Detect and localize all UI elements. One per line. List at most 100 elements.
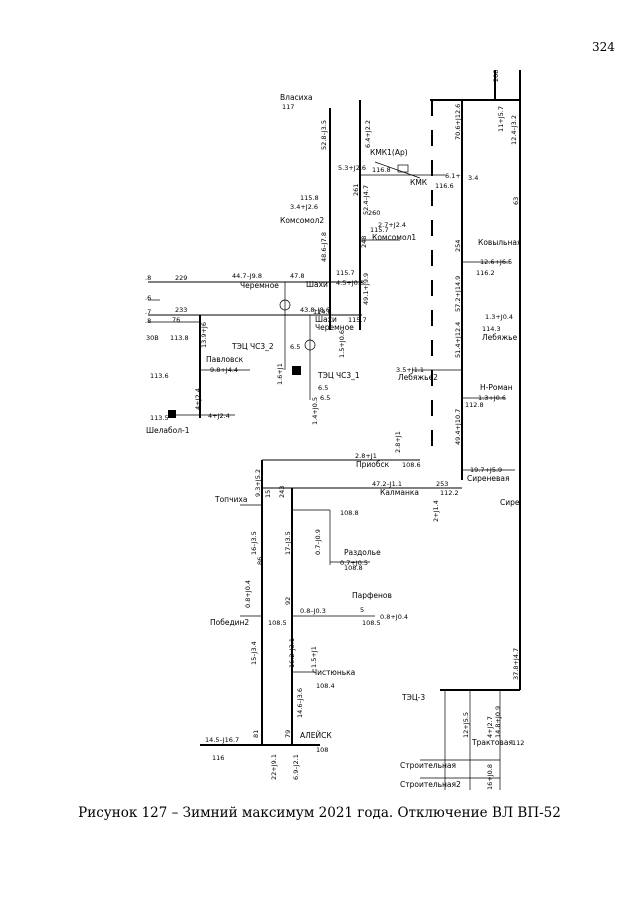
flow-label-vertical: 16–J3.5 xyxy=(250,531,258,555)
flow-label: 47.8 xyxy=(290,272,304,280)
flow-label-vertical: 52.8–J3.5 xyxy=(320,120,328,150)
flow-label: 47.2–J1.1 xyxy=(372,480,402,488)
node-kovylnaya-voltage: 116.2 xyxy=(476,269,495,277)
edge-label: .8 xyxy=(145,317,151,325)
node-n-roman: Н-Роман xyxy=(480,383,513,392)
power-flow-diagram: Власиха 117 КМК1(Ар) 116.8 КМК 116.6 115… xyxy=(145,70,524,790)
flow-label-vertical: 37.8+J4.7 xyxy=(512,648,520,680)
flow-label: 0.8+J0.4 xyxy=(380,613,408,621)
tec-ches2-generator xyxy=(292,366,301,375)
flow-label-vertical: 16+J0.8 xyxy=(486,764,494,790)
flow-label: 44.7–J9.8 xyxy=(232,272,262,280)
node-kmk-ar: КМК1(Ар) xyxy=(370,148,408,157)
node-lebyazhye-voltage: 114.3 xyxy=(482,325,501,333)
flow-label-vertical: 52.4–J4.7 xyxy=(362,185,370,215)
line-length: 254 xyxy=(454,240,462,252)
node-shakhi-top-voltage: 115.7 xyxy=(336,269,355,277)
flow-label-vertical: 1.4+J0.5 xyxy=(311,397,319,425)
flow-label-vertical: 51.4+J12.4 xyxy=(454,322,462,358)
node-kalmanka-voltage: 112.2 xyxy=(440,489,459,497)
node-kovylnaya: Ковыльная xyxy=(478,238,521,247)
voltage-label: 30B xyxy=(146,334,159,342)
node-cheremnoe-top: Черемное xyxy=(240,281,279,290)
node-shelabol: Шелабол-1 xyxy=(146,426,190,435)
shelabol-generator xyxy=(168,410,176,418)
flow-label-vertical: 70.6+J12.6 xyxy=(454,104,462,140)
node-tec-ches1-voltage: 6.5 xyxy=(318,384,328,392)
line-length: 81 xyxy=(252,730,260,738)
line-length: 208 xyxy=(492,70,500,82)
flow-label: 0.7+J0.5 xyxy=(340,559,368,567)
flow-label: 14.5–J16.7 xyxy=(205,736,239,744)
line-length: 260 xyxy=(368,209,380,217)
page-number: 324 xyxy=(592,40,615,54)
line-length: 233 xyxy=(175,306,187,314)
node-razdolye: Раздолье xyxy=(344,548,381,557)
node-priobsk-voltage: 108.6 xyxy=(402,461,421,469)
flow-label-vertical: 14.6–J3.6 xyxy=(296,688,304,718)
edge-label: .6 xyxy=(145,294,151,302)
node-cheremnoe-mid-voltage: 115.7 xyxy=(348,316,367,324)
flow-label: 5.3+J2.6 xyxy=(338,164,366,172)
node-komsomol2: Комсомол2 xyxy=(280,216,324,225)
node-stroitelnaya2: Строительная2 xyxy=(400,780,461,789)
flow-label-vertical: 2+J1.4 xyxy=(432,500,440,522)
flow-label: 1.3+J0.6 xyxy=(478,394,506,402)
line-length: 15 xyxy=(264,490,272,498)
node-parfenov-voltage: 108.5 xyxy=(362,619,381,627)
line-length: 261 xyxy=(352,184,360,196)
line-length: 76 xyxy=(172,316,180,324)
flow-label-vertical: 11+J5.7 xyxy=(497,106,505,132)
flow-label: 3.4+J2.6 xyxy=(290,203,318,211)
flow-label-vertical: 22+J9.1 xyxy=(270,754,278,780)
flow-label: 4+J2.4 xyxy=(208,412,230,420)
node-tec-ches1: ТЭЦ ЧС3_1 xyxy=(317,371,360,380)
figure-caption: Рисунок 127 – Зимний максимум 2021 года.… xyxy=(78,805,561,821)
node-tec-ches2-voltage: 6.5 xyxy=(290,343,300,351)
flow-label: 9.8+J4.4 xyxy=(210,366,238,374)
line-length: 248 xyxy=(360,236,368,248)
flow-label: 2.8+J1 xyxy=(355,452,377,460)
line-length: 63 xyxy=(512,197,520,205)
flow-label: 12.6+J6.5 xyxy=(480,258,512,266)
edge-label: .7 xyxy=(145,308,151,316)
node-sire: Сире xyxy=(500,498,520,507)
flow-label-vertical: 1.5+J0.6 xyxy=(338,330,346,358)
flow-label-vertical: 16.2–J3.1 xyxy=(288,638,296,668)
node-kalmanka: Калманка xyxy=(380,488,419,497)
node-tec3: ТЭЦ-3 xyxy=(401,693,425,702)
flow-label-vertical: 2.8+J1 xyxy=(394,431,402,453)
flow-label-vertical: 49.4+J10.7 xyxy=(454,409,462,445)
node-vlasikha: Власиха xyxy=(280,93,313,102)
node-lebyazhye2: Лебяжье2 xyxy=(398,373,438,382)
flow-label-vertical: 12+J5.5 xyxy=(462,712,470,738)
node-lebyazhye: Лебяжье xyxy=(482,333,518,342)
line-length: 229 xyxy=(175,274,187,282)
flow-label: 3.5+J1.1 xyxy=(396,366,424,374)
flow-label-vertical: 9.3+J5.2 xyxy=(254,469,262,497)
node-chistyunka: Чистюнька xyxy=(312,668,355,677)
node-pobedin2-voltage: 108.5 xyxy=(268,619,287,627)
voltage-label: 112 xyxy=(512,739,524,747)
node-chistyunka-voltage: 108.4 xyxy=(316,682,335,690)
flow-label-vertical: 13.9+J6 xyxy=(200,322,208,348)
node-aleysk: АЛЕЙСК xyxy=(300,731,332,740)
line-kmk-diag xyxy=(374,161,421,179)
node-pobedin2: Победин2 xyxy=(210,618,249,627)
node-kmk-ar-voltage: 116.8 xyxy=(372,166,391,174)
node-shelabol-voltage: 113.5 xyxy=(150,414,169,422)
edge-label: .8 xyxy=(145,274,151,282)
voltage-label: 6.5 xyxy=(320,394,330,402)
line-length: 92 xyxy=(284,597,292,605)
flow-label: 1.3+J0.4 xyxy=(485,313,513,321)
flow-label-vertical: 1.6+J1 xyxy=(276,363,284,385)
flow-label-vertical: 17–J3.5 xyxy=(284,531,292,555)
kmk-switch xyxy=(397,164,409,173)
node-pavlovsk: Павловск xyxy=(206,355,244,364)
flow-label-vertical: 0.8+J0.4 xyxy=(244,580,252,608)
flow-label-vertical: 4+J2.4 xyxy=(194,388,202,410)
flow-label-vertical: 48.6–J7.8 xyxy=(320,232,328,262)
node-komsomol1: Комсомол1 xyxy=(372,233,416,242)
flow-label: 6.1+ xyxy=(445,172,461,180)
flow-label-vertical: 15–J3.4 xyxy=(250,641,258,665)
